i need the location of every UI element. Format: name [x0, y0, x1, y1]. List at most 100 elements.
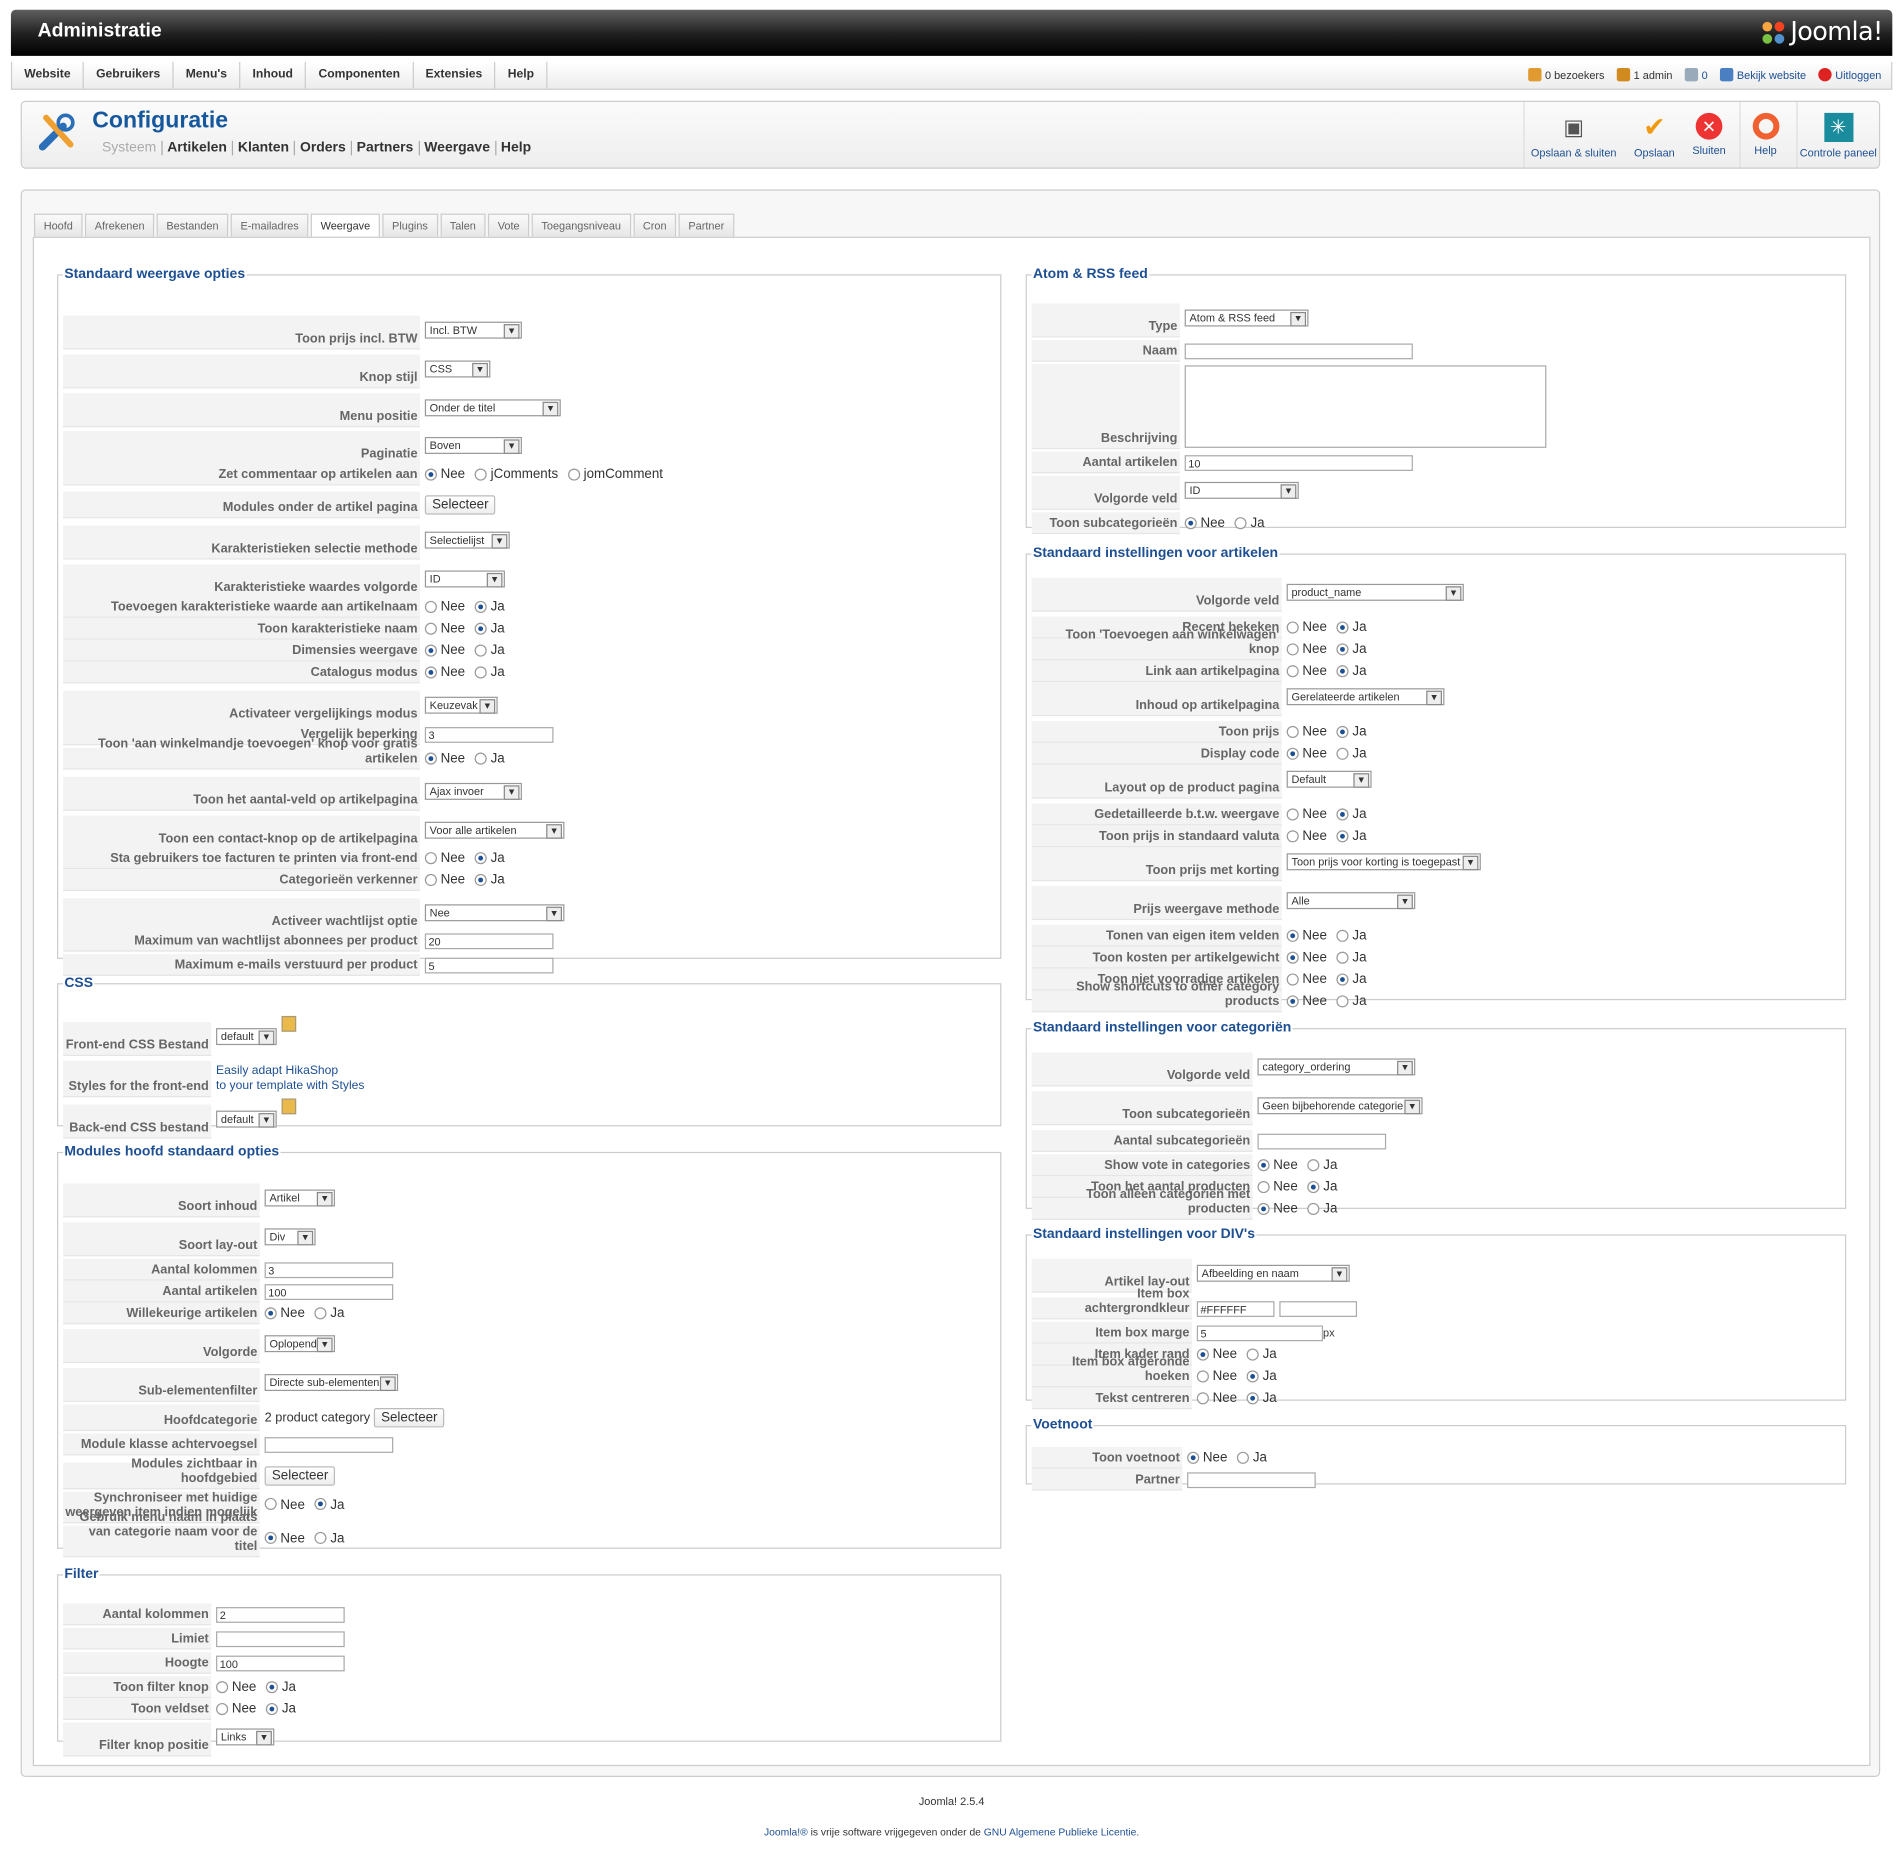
menu-item-menu-s[interactable]: Menu's [174, 61, 241, 89]
atom-toon-subcategorieen-radio-nee[interactable] [1184, 517, 1197, 530]
modules-gebruik-menu-naam-in-plaats-van-categori-radio-ja[interactable] [314, 1531, 327, 1544]
css-styles-for-the-front-end-link[interactable]: Easily adapt HikaShop [216, 1064, 339, 1078]
artikelen-tonen-van-eigen-item-velden-radio-nee[interactable] [1286, 929, 1299, 942]
control-panel-button[interactable]: ✳Controle paneel [1796, 101, 1879, 168]
modules-hoofdcategorie-button[interactable]: Selecteer [373, 1408, 445, 1428]
voetnoot-toon-voetnoot-radio-ja[interactable] [1237, 1451, 1250, 1464]
standaard-toon-aan-winkelmandje-toevoegen-knop-voo-radio-nee[interactable] [424, 752, 437, 765]
menu-item-website[interactable]: Website [12, 61, 84, 89]
artikelen-toon-niet-voorradige-artikelen-radio-ja[interactable] [1336, 973, 1349, 986]
filter-toon-veldset-radio-ja[interactable] [266, 1702, 279, 1716]
tab-afrekenen[interactable]: Afrekenen [85, 213, 155, 237]
artikelen-gedetailleerde-b-t-w-weergave-radio-ja[interactable] [1336, 808, 1349, 821]
artikelen-display-code-radio-nee[interactable] [1286, 747, 1299, 760]
menu-item-gebruikers[interactable]: Gebruikers [84, 61, 174, 89]
categorien-toon-het-aantal-producten-radio-ja[interactable] [1307, 1181, 1320, 1194]
categorien-toon-het-aantal-producten-radio-nee[interactable] [1257, 1181, 1270, 1194]
modules-sub-elementenfilter-select[interactable]: Directe sub-elementen [264, 1374, 399, 1392]
submenu-weergave[interactable]: Weergave [419, 140, 497, 156]
divs-item-box-achtergrondkleur-input-1[interactable]: #FFFFFF [1196, 1300, 1275, 1317]
artikelen-toon-prijs-met-korting-select[interactable]: Toon prijs voor korting is toegepast [1286, 853, 1481, 871]
gpl-link[interactable]: GNU Algemene Publieke Licentie [983, 1825, 1137, 1838]
artikelen-inhoud-op-artikelpagina-select[interactable]: Gerelateerde artikelen [1286, 688, 1445, 706]
submenu-orders[interactable]: Orders [295, 140, 352, 156]
filter-limiet-input[interactable] [216, 1630, 345, 1647]
standaard-activateer-vergelijkings-modus-select[interactable]: Keuzevak [424, 696, 498, 714]
divs-tekst-centreren-radio-ja[interactable] [1246, 1392, 1259, 1405]
artikelen-toon-toevoegen-aan-winkelwagen-knop-radio-ja[interactable] [1336, 643, 1349, 656]
css-styles-for-the-front-end-link-2[interactable]: to your template with Styles [216, 1079, 365, 1093]
modules-aantal-artikelen-input[interactable]: 100 [264, 1283, 394, 1300]
artikelen-toon-niet-voorradige-artikelen-radio-nee[interactable] [1286, 973, 1299, 986]
joomla-logo[interactable]: Joomla! [1760, 17, 1883, 46]
tab-bestanden[interactable]: Bestanden [156, 213, 229, 237]
css-back-end-css-bestand-edit-icon[interactable] [281, 1098, 297, 1115]
standaard-toevoegen-karakteristieke-waarde-aan-art-radio-nee[interactable] [424, 600, 437, 613]
standaard-catalogus-modus-radio-nee[interactable] [424, 666, 437, 679]
standaard-menu-positie-select[interactable]: Onder de titel [424, 399, 561, 417]
standaard-zet-commentaar-op-artikelen-aan-radio-jomcomment[interactable] [567, 468, 580, 481]
standaard-paginatie-select[interactable]: Boven [424, 436, 522, 454]
menu-item-componenten[interactable]: Componenten [306, 61, 414, 89]
standaard-zet-commentaar-op-artikelen-aan-radio-nee[interactable] [424, 468, 437, 481]
standaard-toon-aan-winkelmandje-toevoegen-knop-voo-radio-ja[interactable] [474, 752, 487, 765]
joomla-link[interactable]: Joomla!® [763, 1825, 808, 1838]
modules-volgorde-select[interactable]: Oplopend [264, 1335, 336, 1353]
categorien-volgorde-veld-select[interactable]: category_ordering [1257, 1058, 1416, 1076]
voetnoot-partner-input[interactable] [1187, 1471, 1316, 1488]
modules-module-klasse-achtervoegsel-input[interactable] [264, 1436, 394, 1453]
modules-synchroniseer-met-huidige-weergeven-item-radio-nee[interactable] [264, 1497, 277, 1510]
categorien-aantal-subcategorieen-input[interactable] [1257, 1133, 1387, 1149]
divs-item-box-marge-input[interactable]: 5 [1196, 1324, 1324, 1341]
close-button[interactable]: ✕Sluiten [1686, 102, 1732, 168]
standaard-modules-onder-de-artikel-pagina-button[interactable]: Selecteer [424, 495, 496, 515]
tab-plugins[interactable]: Plugins [382, 213, 438, 237]
messages-status[interactable]: 0 [1684, 67, 1708, 82]
view-site-link[interactable]: Bekijk website [1719, 67, 1806, 82]
standaard-catalogus-modus-radio-ja[interactable] [474, 666, 487, 679]
standaard-toon-prijs-incl-btw-select[interactable]: Incl. BTW [424, 321, 522, 339]
artikelen-link-aan-artikelpagina-radio-ja[interactable] [1336, 665, 1349, 678]
css-front-end-css-bestand-select[interactable]: default [216, 1028, 277, 1046]
atom-toon-subcategorieen-radio-ja[interactable] [1234, 517, 1247, 530]
atom-naam-input[interactable] [1184, 342, 1413, 359]
standaard-dimensies-weergave-radio-nee[interactable] [424, 644, 437, 657]
standaard-karakteristieken-selectie-methode-select[interactable]: Selectielijst [424, 531, 510, 549]
tab-toegangsniveau[interactable]: Toegangsniveau [531, 213, 631, 237]
standaard-toon-het-aantal-veld-op-artikelpagina-select[interactable]: Ajax invoer [424, 782, 522, 800]
modules-synchroniseer-met-huidige-weergeven-item-radio-ja[interactable] [314, 1497, 327, 1510]
artikelen-link-aan-artikelpagina-radio-nee[interactable] [1286, 665, 1299, 678]
artikelen-toon-kosten-per-artikelgewicht-radio-ja[interactable] [1336, 951, 1349, 964]
standaard-activeer-wachtlijst-optie-select[interactable]: Nee [424, 904, 565, 922]
artikelen-toon-kosten-per-artikelgewicht-radio-nee[interactable] [1286, 951, 1299, 964]
artikelen-show-shortcuts-to-other-category-product-radio-ja[interactable] [1336, 995, 1349, 1008]
filter-hoogte-input[interactable]: 100 [216, 1655, 345, 1671]
modules-modules-zichtbaar-in-hoofdgebied-button[interactable]: Selecteer [264, 1466, 336, 1486]
modules-willekeurige-artikelen-radio-nee[interactable] [264, 1307, 277, 1320]
artikelen-display-code-radio-ja[interactable] [1336, 747, 1349, 760]
filter-aantal-kolommen-input[interactable]: 2 [216, 1606, 345, 1623]
tab-cron[interactable]: Cron [633, 213, 677, 237]
standaard-sta-gebruikers-toe-facturen-te-printen-v-radio-nee[interactable] [424, 852, 437, 865]
tab-vote[interactable]: Vote [487, 213, 530, 237]
visitors-status[interactable]: 0 bezoekers [1528, 67, 1605, 82]
filter-filter-knop-positie-select[interactable]: Links [216, 1728, 275, 1746]
divs-tekst-centreren-radio-nee[interactable] [1196, 1392, 1209, 1405]
standaard-karakteristieke-waardes-volgorde-select[interactable]: ID [424, 570, 505, 588]
save-button[interactable]: ✔Opslaan [1634, 111, 1675, 160]
atom-beschrijving-textarea[interactable] [1184, 365, 1547, 448]
menu-item-extensies[interactable]: Extensies [413, 61, 496, 89]
submenu-artikelen[interactable]: Artikelen [162, 140, 234, 156]
artikelen-toon-prijs-in-standaard-valuta-radio-ja[interactable] [1336, 830, 1349, 843]
submenu-help[interactable]: Help [500, 140, 532, 156]
artikelen-layout-op-de-product-pagina-select[interactable]: Default [1286, 770, 1372, 788]
tab-hoofd[interactable]: Hoofd [33, 213, 83, 237]
standaard-vergelijk-beperking-input[interactable]: 3 [424, 726, 554, 743]
save-close-button[interactable]: ▣Opslaan & sluiten [1523, 101, 1623, 168]
categorien-toon-alleen-categorien-met-producten-radio-nee[interactable] [1257, 1202, 1270, 1216]
submenu-partners[interactable]: Partners [352, 140, 420, 156]
artikelen-recent-bekeken-radio-ja[interactable] [1336, 621, 1349, 634]
categorien-show-vote-in-categories-radio-ja[interactable] [1307, 1159, 1320, 1172]
tab-weergave[interactable]: Weergave [310, 213, 380, 238]
divs-item-box-afgeronde-hoeken-radio-ja[interactable] [1246, 1370, 1259, 1383]
